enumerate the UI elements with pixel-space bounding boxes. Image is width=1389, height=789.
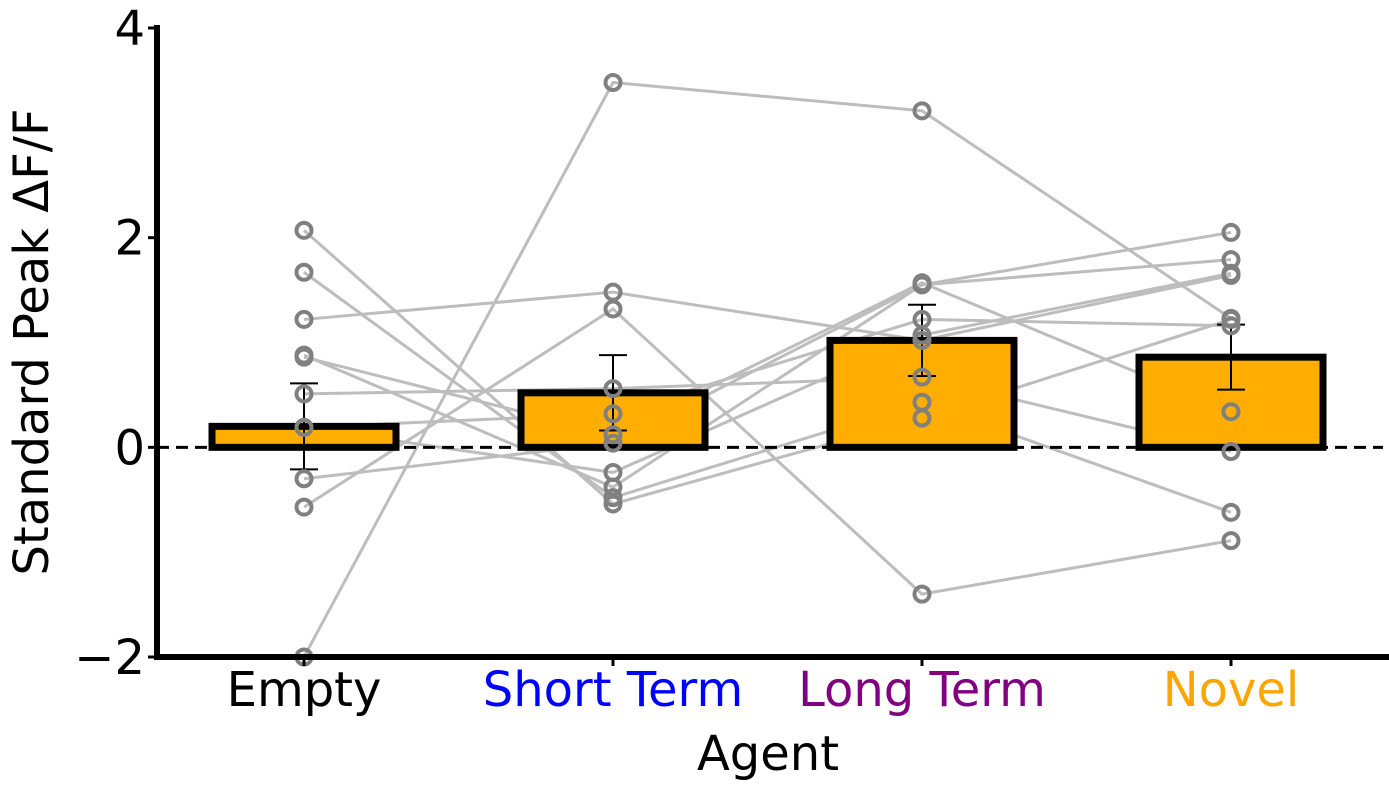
y-tick-label: −2 [74,630,145,686]
data-point [294,497,314,517]
data-point [294,220,314,240]
data-point [603,425,623,445]
x-tick-label: Novel [1163,662,1300,718]
subject-line [303,375,1232,453]
subject-line [303,317,1232,429]
data-point [912,392,932,412]
x-tick-label: Long Term [798,662,1046,718]
x-tick-label: Short Term [483,662,743,718]
data-point [912,325,932,345]
data-point [1221,402,1241,422]
subject-line [303,230,1232,481]
subject-line [303,307,1232,596]
data-point [1221,531,1241,551]
data-point [912,584,932,604]
data-point [1221,502,1241,522]
data-point [294,347,314,367]
data-point [912,101,932,121]
data-point [294,262,314,282]
data-point [1221,222,1241,242]
subject-points [294,73,1241,667]
data-point [294,309,314,329]
subject-line [302,80,1232,658]
data-point [1221,308,1241,328]
y-tick-label: 4 [114,1,145,57]
x-tick-label: Empty [227,662,382,718]
data-point [294,384,314,404]
data-point [294,417,314,437]
data-point [603,488,623,508]
data-point [1221,442,1241,462]
data-point [1221,316,1241,336]
subject-line [303,281,1232,437]
data-point [1221,263,1241,283]
x-axis-title: Agent [697,726,839,782]
data-point [603,379,623,399]
data-point [912,367,932,387]
y-axis-title: Standard Peak ΔF/F [4,108,60,575]
subject-line [303,273,1232,342]
data-point [603,73,623,93]
y-tick-label: 2 [114,211,145,267]
data-point [603,404,623,424]
subject-lines [302,80,1232,658]
error-bars [290,303,1245,471]
axes [148,25,1389,666]
data-point [603,462,623,482]
data-point [912,275,932,295]
data-point [294,469,314,489]
data-point [603,433,623,453]
y-tick-label: 0 [114,420,145,476]
data-point [603,299,623,319]
subject-line [303,271,1232,475]
